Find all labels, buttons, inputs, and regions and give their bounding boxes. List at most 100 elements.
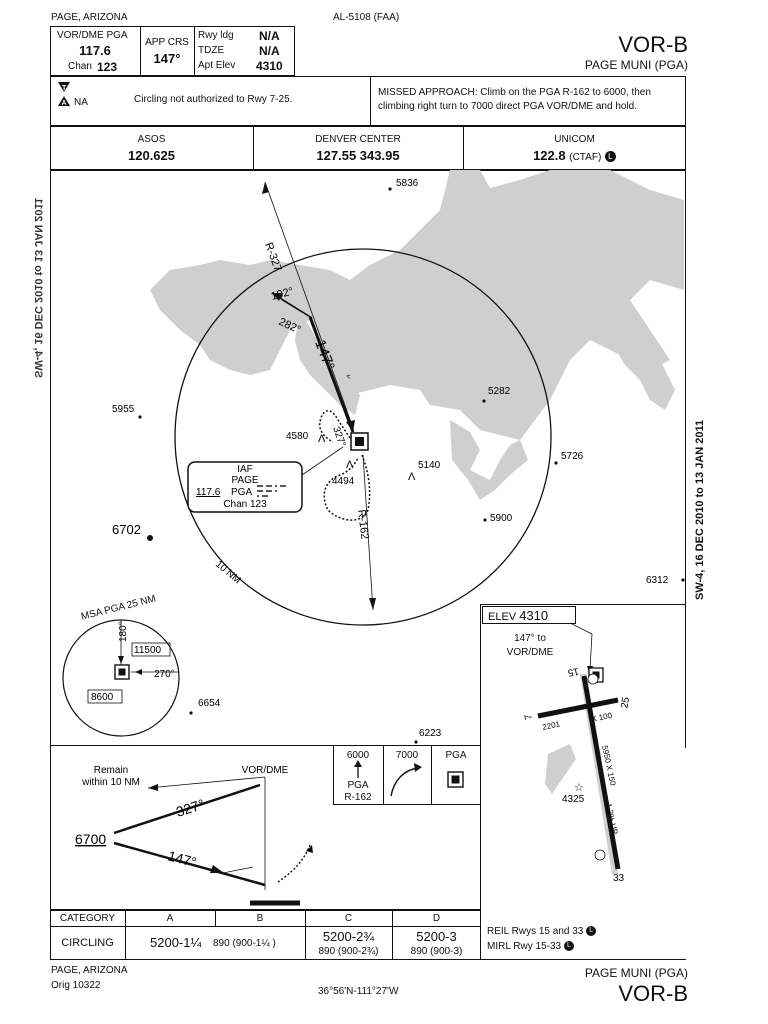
elev-box [482,606,576,624]
rwy-ldg: N/A [259,29,280,43]
svg-text:Λ: Λ [318,433,326,445]
footer-location: PAGE, ARIZONA [51,965,128,976]
footer-orig: Orig 10322 [51,980,101,991]
radial-162 [362,454,374,611]
lighting-1-text: REIL Rwys 15 and 33 [487,926,584,937]
morse-code [257,485,286,497]
profile-box [50,745,481,910]
inbound-label: 327° [330,425,347,448]
iaf-freq: 117.6 [196,487,221,498]
center-label: DENVER CENTER [315,134,401,145]
elev-5282: 5282 [488,386,511,397]
c-minimums-sub: 890 (900-2¾) [318,946,379,957]
ten-nm-circle [174,248,552,626]
lighting-2: MIRL Rwy 15-33 L [487,941,574,952]
elev-6702: 6702 [112,522,141,537]
alternate-na: NA [74,97,88,108]
hold-pattern-north [318,410,351,443]
radial-327 [264,181,353,426]
vor-label: VOR/DME PGA [57,30,128,41]
cat-b: B [256,913,264,924]
notes-box [50,76,686,126]
d-minimums-sub: 890 (900-3) [410,946,463,957]
rwy7-label: 7 [523,713,535,721]
cat-c: C [344,913,353,924]
msa-bearing-270: 270° [154,669,175,680]
app-crs-label: APP CRS [145,37,189,48]
profile-crs-out: 327° [174,796,206,820]
rwy25-label: 25 [619,696,632,709]
circling-note: Circling not authorized to Rwy 7-25. [134,94,293,105]
chart-id: AL-5108 (FAA) [333,12,400,23]
category-label: CATEGORY [59,913,116,924]
msa-alt-8600: 8600 [91,692,114,703]
arc-label: 10 NM [213,559,243,586]
unicom-label: UNICOM [554,134,595,145]
minimums-table [50,910,481,960]
procedure-title: VOR-B [618,32,688,57]
rwy33-label: 33 [613,873,625,884]
take-off-minimums-icon: T A [58,82,70,107]
ma-alt-2: 7000 [395,750,419,761]
apt-elev-label: Apt Elev [198,60,236,71]
msa-diagram: 180° 270° 11500 8600 [62,619,180,737]
elev-4580: 4580 [286,431,309,442]
plan-view-graphics: ^ Λ Λ Λ R-327 R-162 102° 282° 147° 327° … [112,170,685,744]
diag-note1: 147° to [514,633,546,644]
ma-climbing-turn-arrow [390,763,422,797]
lighting-icon: L [604,151,616,163]
edition-text: SW-4, 16 DEC 2010 to 13 JAN 2011 [694,419,706,600]
lighting-1: REIL Rwys 15 and 33 L [487,926,597,937]
iaf-label: IAF [237,464,253,475]
unicom-freq: 122.8 [533,148,566,163]
missed-approach-line2: climbing right turn to 7000 direct PGA V… [378,101,638,112]
obstacle-elev: 4325 [562,794,585,805]
remain-line2: within 10 NM [81,777,140,788]
profile-crs-in: 147° [166,847,198,870]
svg-text:Λ: Λ [346,459,354,471]
final-approach-course [308,316,355,433]
ma-vordme-icon [447,771,464,788]
lake-powell-shape [150,170,684,500]
lighting-2-text: MIRL Rwy 15-33 [487,941,562,952]
ctaf-label: (CTAF) [569,152,602,163]
elev-6312: 6312 [646,575,669,586]
msa-bearing-180: 180° [118,621,129,642]
edition-text-mirror: SW-4, 16 DEC 2010 to 13 JAN 2011 [32,197,44,378]
r162-label: R-162 [355,509,371,540]
runway-7-25 [537,697,619,719]
plan-view [50,170,686,748]
ma-alt-1: 6000 [346,750,370,761]
chan-label: Chan [68,61,92,72]
briefing-box [50,26,295,76]
elev-label-wrap: ELEV 4310 [488,608,548,623]
elev-6654: 6654 [198,698,221,709]
tdze-label: TDZE [198,45,225,56]
footer-airport: PAGE MUNI (PGA) [584,966,688,980]
cat-d: D [432,913,441,924]
unicom-freq-wrap: 122.8 (CTAF) L [463,148,686,163]
rwy-ldg-label: Rwy ldg [198,30,234,41]
iaf-name: PAGE [231,475,258,486]
iaf-chan: Chan 123 [223,499,267,510]
missed-icons-box [333,745,481,805]
elev-value: 4310 [519,608,549,623]
remain-line1: Remain [94,765,128,776]
diag-note2: VOR/DME [506,647,554,658]
location-top: PAGE, ARIZONA [51,12,128,23]
lighting-icon-2: L [563,941,574,952]
iaf-id: PGA [231,487,252,498]
profile-graphics: Remain within 10 NM VOR/DME 6700 327° 14… [75,765,313,906]
profile-vor-label: VOR/DME [242,765,289,776]
airport-name: PAGE MUNI (PGA) [584,58,688,72]
center-freq: 127.55 343.95 [316,148,400,163]
profile-altitude: 6700 [75,831,106,847]
elev-5836: 5836 [396,178,419,189]
missed-hold-pattern [323,454,371,521]
svg-text:^: ^ [345,373,356,380]
missed-approach-line1: MISSED APPROACH: Climb on the PGA R-162 … [378,87,651,98]
rwy15-label: 15 [566,665,579,678]
airport-diagram: ☆ 15 33 7 25 2201 X 100 5950 X 150 1.2% … [523,623,632,884]
footer-title: VOR-B [618,981,688,1006]
asos-freq: 120.625 [128,148,175,163]
